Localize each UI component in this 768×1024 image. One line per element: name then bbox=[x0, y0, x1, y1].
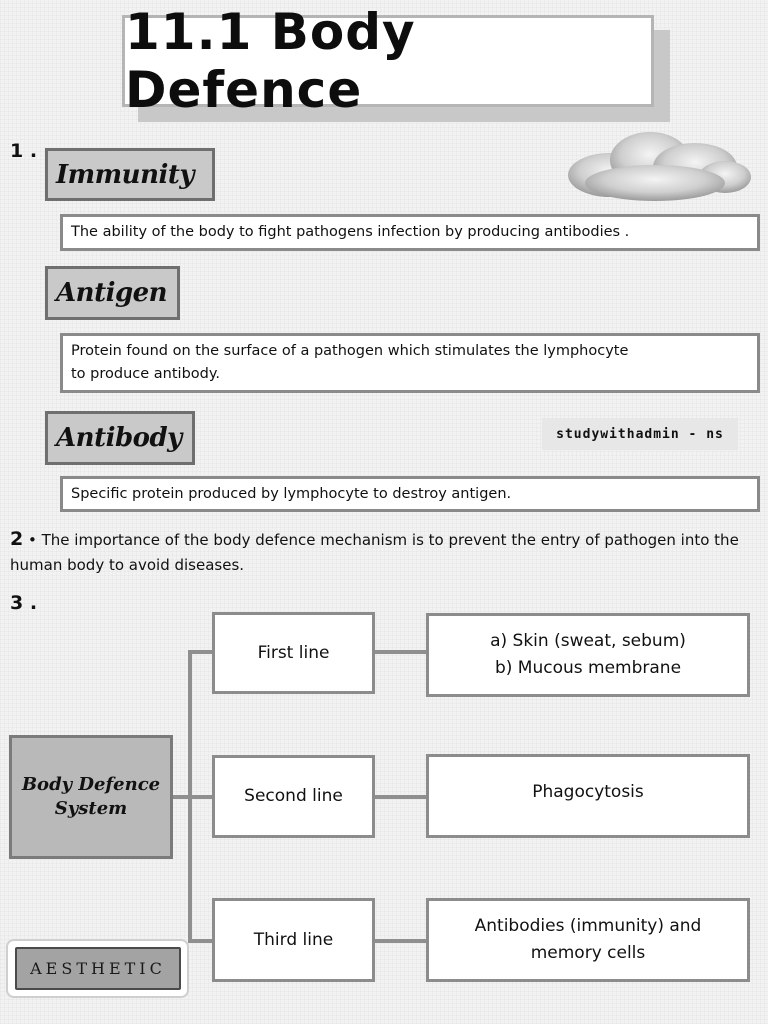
third-line-detail: Antibodies (immunity) and memory cells bbox=[426, 898, 750, 982]
root-label-line2: System bbox=[54, 798, 128, 819]
importance-paragraph: 2 • The importance of the body defence m… bbox=[10, 527, 758, 578]
detail-line1: a) Skin (sweat, sebum) bbox=[490, 631, 686, 651]
page-title: 11.1 Body Defence bbox=[125, 3, 416, 119]
definition-text: The ability of the body to fight pathoge… bbox=[71, 224, 630, 240]
definition-antibody: Specific protein produced by lymphocyte … bbox=[60, 476, 760, 512]
term-antibody: Antibody bbox=[45, 411, 195, 465]
term-heading: Immunity bbox=[56, 159, 194, 190]
importance-text: • The importance of the body defence mec… bbox=[10, 531, 739, 574]
definition-immunity: The ability of the body to fight pathoge… bbox=[60, 214, 760, 251]
definition-antigen: Protein found on the surface of a pathog… bbox=[60, 333, 760, 393]
line-label: Second line bbox=[244, 786, 343, 806]
detail-line2: b) Mucous membrane bbox=[494, 658, 682, 678]
section-number-3: 3 . bbox=[10, 592, 38, 614]
second-line-detail: Phagocytosis bbox=[426, 754, 750, 838]
body-defence-system-node: Body Defence System bbox=[9, 735, 173, 859]
connector-third bbox=[188, 939, 214, 943]
connector-root bbox=[171, 795, 192, 799]
definition-text: Specific protein produced by lymphocyte … bbox=[71, 486, 512, 502]
aesthetic-badge: AESTHETIC bbox=[15, 947, 181, 990]
connector-second-detail bbox=[373, 795, 428, 799]
term-antigen: Antigen bbox=[45, 266, 180, 320]
connector-first bbox=[188, 650, 214, 654]
second-line-node: Second line bbox=[212, 755, 375, 838]
connector-first-detail bbox=[373, 650, 428, 654]
line-label: First line bbox=[257, 642, 330, 663]
term-heading: Antibody bbox=[56, 423, 182, 453]
detail-line1: Phagocytosis bbox=[532, 782, 644, 802]
root-label-line1: Body Defence bbox=[21, 774, 161, 795]
detail-line2: memory cells bbox=[530, 943, 646, 963]
title-box: 11.1 Body Defence bbox=[122, 3, 654, 119]
connector-second bbox=[188, 795, 214, 799]
detail-line1: Antibodies (immunity) and bbox=[474, 916, 702, 936]
watermark-label: studywithadmin - ns bbox=[542, 418, 738, 450]
first-line-node: First line bbox=[212, 612, 375, 694]
term-heading: Antigen bbox=[56, 278, 168, 308]
section-number-1: 1 . bbox=[10, 140, 38, 162]
line-label: Third line bbox=[253, 929, 334, 950]
definition-text-line2: to produce antibody. bbox=[71, 366, 220, 382]
first-line-detail: a) Skin (sweat, sebum) b) Mucous membran… bbox=[426, 613, 750, 697]
third-line-node: Third line bbox=[212, 898, 375, 982]
connector-third-detail bbox=[373, 939, 428, 943]
definition-text-line1: Protein found on the surface of a pathog… bbox=[71, 343, 629, 359]
cloud-icon bbox=[568, 132, 751, 201]
section-number-2: 2 bbox=[10, 528, 24, 550]
term-immunity: Immunity bbox=[45, 148, 215, 201]
